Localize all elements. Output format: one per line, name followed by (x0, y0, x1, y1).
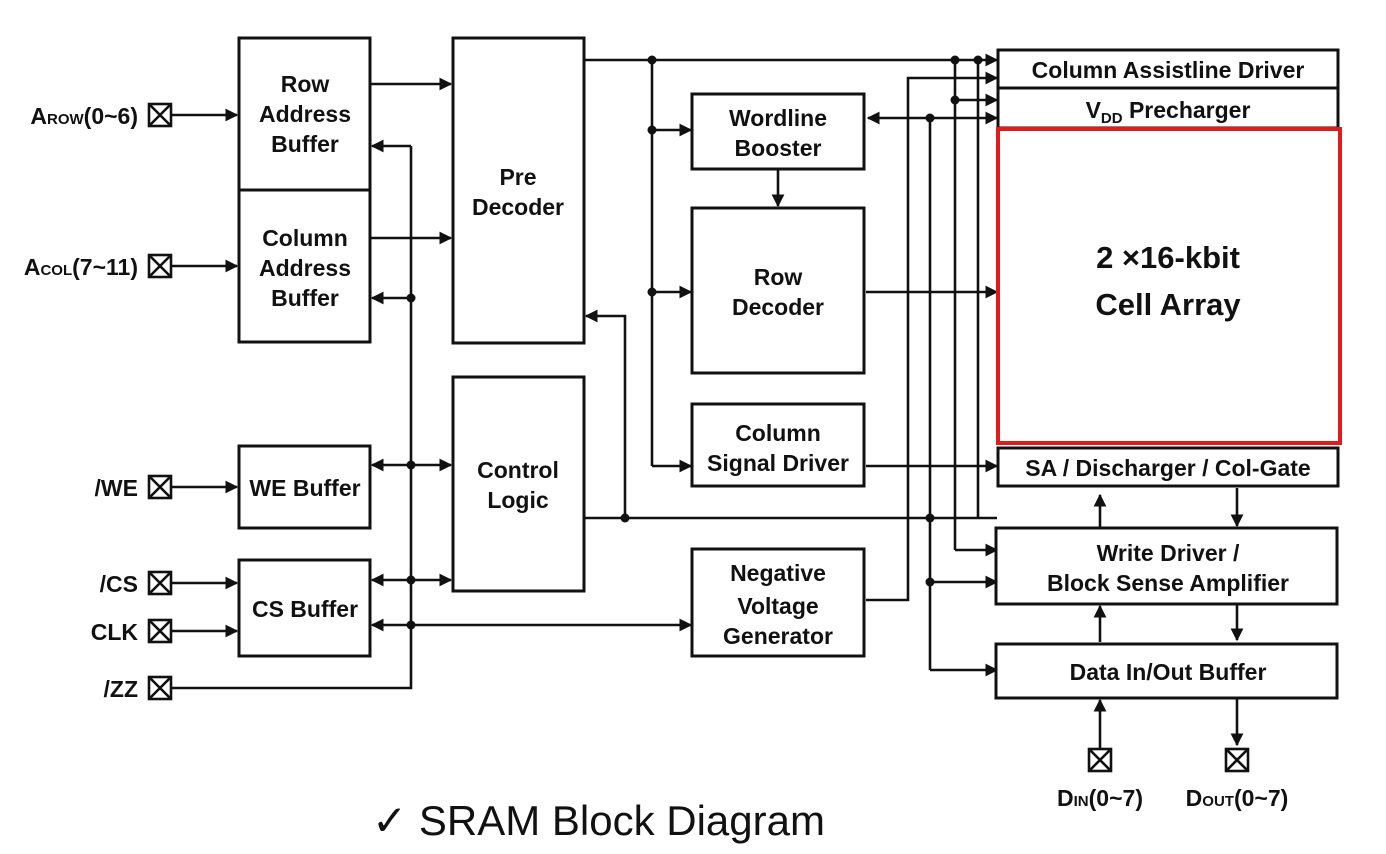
row-address-buffer-line-3: Buffer (271, 131, 339, 157)
svg-text:VDD Precharger: VDD Precharger (1086, 97, 1251, 127)
pin-arow: AROW(0~6) (30, 102, 173, 129)
pin-din-sub: IN (1074, 793, 1089, 810)
negative-voltage-generator-line-1: Negative (730, 560, 826, 586)
sa-discharger-col-gate: SA / Discharger / Col-Gate (996, 446, 1340, 488)
svg-text:AROW(0~6): AROW(0~6) (30, 103, 138, 129)
data-io-buffer-label: Data In/Out Buffer (1070, 659, 1267, 685)
pin-acol-sub: COL (40, 262, 72, 279)
pin-we: /WE (95, 474, 173, 501)
column-address-buffer-line-2: Address (259, 255, 351, 281)
pin-dout-main: D (1186, 785, 1203, 811)
cs-buffer-label: CS Buffer (252, 596, 358, 622)
pin-din: DIN(0~7) (1057, 747, 1143, 811)
caption-text: SRAM Block Diagram (418, 797, 825, 844)
cs-buffer: CS Buffer (237, 558, 372, 658)
svg-text:ACOL(7~11): ACOL(7~11) (24, 254, 138, 280)
row-address-buffer-line-2: Address (259, 101, 351, 127)
vdd-precharger: VDD Precharger (996, 86, 1340, 130)
pin-zz-symbol-icon (147, 675, 173, 701)
pin-arow-symbol-icon (147, 102, 173, 128)
pin-dout: DOUT(0~7) (1186, 747, 1289, 811)
column-assistline-driver-label: Column Assistline Driver (1032, 57, 1305, 83)
pin-we-symbol-icon (147, 474, 173, 500)
cell-array-line-1: 2 ×16-kbit (1096, 240, 1240, 275)
write-driver-line-1: Write Driver / (1097, 540, 1240, 566)
junction-dots (406, 55, 983, 630)
negative-voltage-generator: Negative Voltage Generator (690, 547, 866, 658)
svg-text:DOUT(0~7): DOUT(0~7) (1186, 785, 1289, 811)
pre-decoder: Pre Decoder (451, 36, 586, 345)
column-signal-driver: Column Signal Driver (690, 402, 866, 488)
pin-arow-rest: (0~6) (84, 103, 138, 129)
wordline-booster: Wordline Booster (690, 92, 866, 171)
control-logic-line-2: Logic (487, 487, 549, 513)
pre-decoder-line-2: Decoder (472, 194, 564, 220)
pin-cs-symbol-icon (147, 570, 173, 596)
pin-zz-label: /ZZ (104, 676, 139, 702)
cell-array-line-2: Cell Array (1095, 287, 1241, 322)
control-logic-line-1: Control (477, 457, 559, 483)
pin-clk-label: CLK (91, 619, 139, 645)
cell-array: 2 ×16-kbit Cell Array (996, 127, 1342, 445)
vdd-precharger-sub: DD (1101, 110, 1123, 127)
vdd-precharger-rest: Precharger (1123, 97, 1251, 123)
column-signal-driver-line-1: Column (735, 420, 821, 446)
pin-dout-symbol-icon (1224, 747, 1250, 773)
sa-discharger-label: SA / Discharger / Col-Gate (1025, 455, 1310, 481)
pin-dout-rest: (0~7) (1234, 785, 1288, 811)
row-decoder-line-2: Decoder (732, 294, 824, 320)
column-signal-driver-line-2: Signal Driver (707, 450, 849, 476)
pin-cs: /CS (100, 570, 173, 597)
control-logic: Control Logic (451, 375, 586, 593)
wordline-booster-line-2: Booster (735, 135, 822, 161)
pin-acol-rest: (7~11) (72, 254, 138, 280)
data-in-out-buffer: Data In/Out Buffer (994, 642, 1339, 700)
pin-acol-symbol-icon (147, 253, 173, 279)
column-address-buffer-line-3: Buffer (271, 285, 339, 311)
we-buffer-label: WE Buffer (249, 475, 360, 501)
write-driver-block-sense-amplifier: Write Driver / Block Sense Amplifier (994, 526, 1339, 606)
negative-voltage-generator-line-3: Generator (723, 623, 833, 649)
row-address-buffer-line-1: Row (281, 71, 330, 97)
check-icon: ✓ (372, 797, 408, 844)
write-driver-line-2: Block Sense Amplifier (1047, 570, 1289, 596)
column-address-buffer-line-1: Column (262, 225, 348, 251)
wordline-booster-line-1: Wordline (729, 105, 827, 131)
pin-we-label: /WE (95, 475, 138, 501)
vdd-precharger-v: V (1086, 97, 1102, 123)
pin-acol: ACOL(7~11) (24, 253, 173, 280)
row-decoder: Row Decoder (690, 206, 866, 375)
pin-din-main: D (1057, 785, 1074, 811)
we-buffer: WE Buffer (237, 444, 372, 530)
svg-text:DIN(0~7): DIN(0~7) (1057, 785, 1143, 811)
row-decoder-line-1: Row (754, 264, 803, 290)
row-address-buffer: Row Address Buffer (237, 36, 372, 192)
pre-decoder-line-1: Pre (499, 164, 536, 190)
pin-zz: /ZZ (104, 675, 173, 702)
pin-clk: CLK (91, 618, 173, 645)
caption: ✓ SRAM Block Diagram (372, 796, 825, 845)
pin-cs-label: /CS (100, 571, 138, 597)
pin-arow-sub: ROW (47, 111, 85, 128)
column-assistline-driver: Column Assistline Driver (996, 48, 1340, 90)
pin-din-symbol-icon (1087, 747, 1113, 773)
pin-arow-main: A (30, 103, 47, 129)
column-address-buffer: Column Address Buffer (237, 188, 372, 344)
pin-acol-main: A (24, 254, 41, 280)
pin-dout-sub: OUT (1202, 793, 1234, 810)
negative-voltage-generator-line-2: Voltage (737, 593, 818, 619)
pin-clk-symbol-icon (147, 618, 173, 644)
pin-din-rest: (0~7) (1089, 785, 1143, 811)
